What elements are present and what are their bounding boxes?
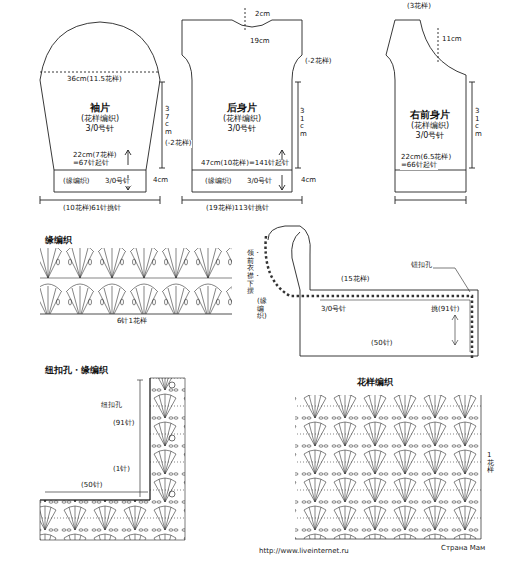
chart-title: 花样编织 bbox=[356, 378, 394, 388]
dimension-label: 31cm bbox=[299, 108, 308, 139]
dimension-label: 22cm(6.5花样) bbox=[400, 154, 452, 162]
dimension-label: (1针) bbox=[112, 466, 131, 474]
dimension-label: 4cm bbox=[300, 177, 317, 185]
dimension-label: (19花样)113针挑针 bbox=[205, 205, 270, 213]
dimension-label: 47cm(10花样)=141针起针 bbox=[200, 160, 290, 168]
dimension-label: 挑(91针) bbox=[430, 306, 460, 314]
piece-note: 3/0号针 bbox=[228, 124, 257, 134]
dimension-label: 2cm bbox=[254, 11, 271, 19]
dimension-label: (91针) bbox=[112, 420, 135, 428]
dimension-label: (-2花样) bbox=[164, 140, 192, 148]
dimension-label: 3/0号针 bbox=[320, 306, 347, 314]
dimension-label: (-2花样) bbox=[304, 58, 332, 66]
dimension-label: (10花样)61针挑针 bbox=[62, 205, 122, 213]
garment-piece: 袖片(花样编织)3/0号针 bbox=[77, 99, 124, 138]
dimension-label: 31cm bbox=[474, 108, 483, 139]
dimension-label: 领・前衣襟・下摆 bbox=[246, 250, 255, 296]
piece-note: (花样编织) bbox=[81, 114, 119, 124]
chart-title: 缘编织 bbox=[44, 236, 73, 246]
dimension-label: (15花样) bbox=[340, 276, 370, 284]
watermark: Страна Мам bbox=[440, 545, 486, 553]
piece-note: (花样编织) bbox=[411, 121, 449, 131]
dimension-label: (50针) bbox=[370, 340, 393, 348]
watermark: http://www.liveinternet.ru bbox=[258, 548, 350, 556]
piece-note: 3/0号针 bbox=[86, 124, 115, 134]
dimension-label: (缘编织) bbox=[204, 178, 232, 186]
dimension-label: (50针) bbox=[80, 482, 103, 490]
dimension-label: 钮扣孔 bbox=[410, 262, 433, 270]
dimension-label: 1花样 bbox=[486, 452, 495, 475]
dimension-label: 22cm(7花样) bbox=[72, 152, 118, 160]
dimension-label: (缘编织) bbox=[256, 298, 265, 321]
piece-title: 袖片 bbox=[90, 102, 110, 115]
dimension-label: 6针1花样 bbox=[116, 318, 148, 326]
garment-piece: 右前身片(花样编织)3/0号针 bbox=[406, 106, 454, 145]
dimension-label: 纽扣孔 bbox=[100, 402, 123, 410]
dimension-label: 36cm(11.5花样) bbox=[66, 76, 123, 84]
dimension-label: =67针起针 bbox=[72, 160, 110, 168]
dimension-label: 3/0号针 bbox=[246, 178, 273, 186]
dimension-label: 37cm bbox=[164, 106, 173, 137]
dimension-label: 19cm bbox=[249, 38, 271, 46]
dimension-label: (3花样) bbox=[406, 3, 432, 11]
dimension-label: 11cm bbox=[441, 36, 463, 44]
piece-note: 3/0号针 bbox=[416, 131, 445, 141]
piece-title: 右前身片 bbox=[410, 109, 450, 122]
dimension-label: 3/0号针 bbox=[104, 178, 131, 186]
dimension-label: 4cm bbox=[152, 177, 169, 185]
chart-title: 纽扣孔・缘编织 bbox=[44, 366, 109, 376]
dimension-label: (缘编织) bbox=[62, 178, 90, 186]
piece-note: (花样编织) bbox=[223, 114, 261, 124]
piece-title: 后身片 bbox=[227, 102, 257, 115]
garment-piece: 后身片(花样编织)3/0号针 bbox=[219, 99, 266, 138]
dimension-label: =66针起针 bbox=[400, 162, 438, 170]
